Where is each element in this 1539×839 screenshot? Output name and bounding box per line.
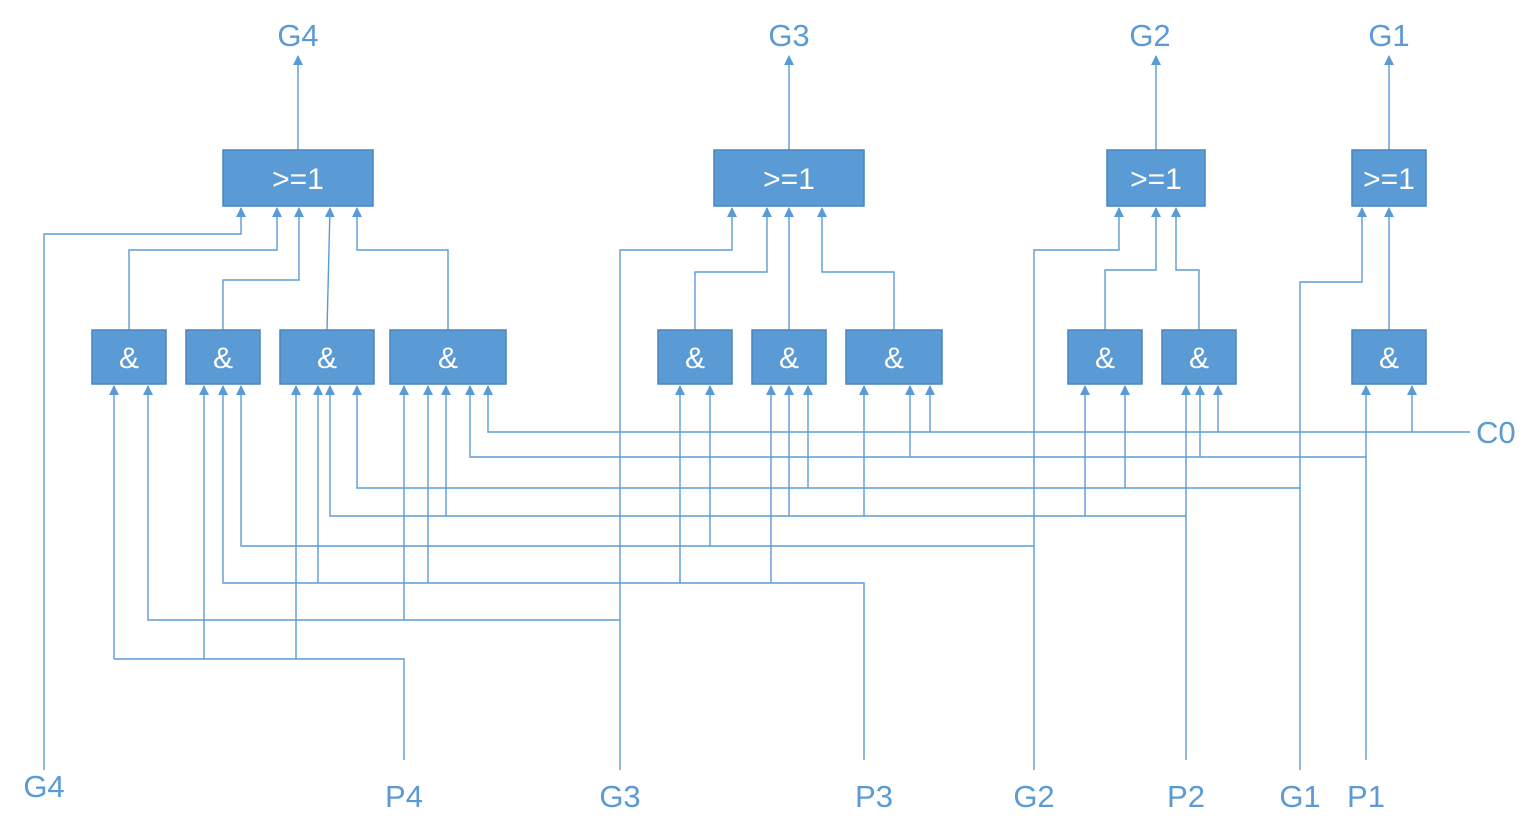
or-gate-3 <box>1106 149 1206 207</box>
output-label-g2: G2 <box>1129 18 1170 53</box>
or-gate-1 <box>222 149 374 207</box>
and-gate-4 <box>389 329 507 385</box>
and-gate-6 <box>751 329 827 385</box>
or-gate-4-label: >=1 <box>1363 163 1415 196</box>
and-gate-7-label: & <box>884 342 904 375</box>
output-label-g4: G4 <box>277 18 318 53</box>
input-label-g4: G4 <box>23 769 64 804</box>
and-gate-8 <box>1067 329 1143 385</box>
wire-5 <box>43 207 246 770</box>
wire-23 <box>143 385 620 621</box>
input-label-g2: G2 <box>1013 779 1054 814</box>
or-gate-3-label: >=1 <box>1130 163 1182 196</box>
input-label-g1: G1 <box>1279 779 1320 814</box>
wire-40 <box>465 385 1367 760</box>
wire-43 <box>483 385 1470 433</box>
wire-14 <box>1033 207 1124 770</box>
or-gate-1-label: >=1 <box>272 163 324 196</box>
and-gate-8-label: & <box>1095 342 1115 375</box>
wire-15 <box>1104 207 1161 330</box>
wire-30 <box>236 385 1034 547</box>
wire-10 <box>619 207 737 770</box>
output-label-g1: G1 <box>1368 18 1409 53</box>
and-gate-10-label: & <box>1379 342 1399 375</box>
wire-6 <box>128 207 282 330</box>
and-gate-5-label: & <box>685 342 705 375</box>
and-gate-1 <box>91 329 167 385</box>
and-gate-3 <box>279 329 375 385</box>
wire-19 <box>114 658 405 760</box>
output-label-g3: G3 <box>768 18 809 53</box>
wire-37 <box>352 385 1300 489</box>
and-gate-5 <box>657 329 733 385</box>
and-gate-2 <box>185 329 261 385</box>
input-label-g3: G3 <box>599 779 640 814</box>
and-gate-3-label: & <box>317 342 337 375</box>
and-gate-2-label: & <box>213 342 233 375</box>
and-gate-7 <box>845 329 943 385</box>
gates: >=1 >=1 >=1 >=1 & & & & & & & & & & <box>91 149 1427 385</box>
wire-25 <box>218 385 865 760</box>
and-gate-9-label: & <box>1189 342 1209 375</box>
or-gate-4 <box>1351 149 1427 207</box>
wires <box>43 55 1470 770</box>
and-gate-9 <box>1161 329 1237 385</box>
and-gate-1-label: & <box>119 342 139 375</box>
and-gate-4-label: & <box>438 342 458 375</box>
wire-7 <box>222 207 304 330</box>
wire-8 <box>324 207 335 331</box>
and-gate-10 <box>1351 329 1427 385</box>
wire-13 <box>817 207 895 330</box>
or-gate-2-label: >=1 <box>763 163 815 196</box>
input-label-p3: P3 <box>855 779 893 814</box>
input-label-p2: P2 <box>1167 779 1205 814</box>
carry-in-label: C0 <box>1476 415 1516 450</box>
wire-16 <box>1171 207 1200 330</box>
and-gate-6-label: & <box>779 342 799 375</box>
input-label-p4: P4 <box>385 779 423 814</box>
input-label-p1: P1 <box>1347 779 1385 814</box>
wire-32 <box>325 385 1187 760</box>
wire-17 <box>1299 207 1367 770</box>
wire-9 <box>352 207 449 330</box>
or-gate-2 <box>713 149 865 207</box>
wire-11 <box>694 207 772 330</box>
